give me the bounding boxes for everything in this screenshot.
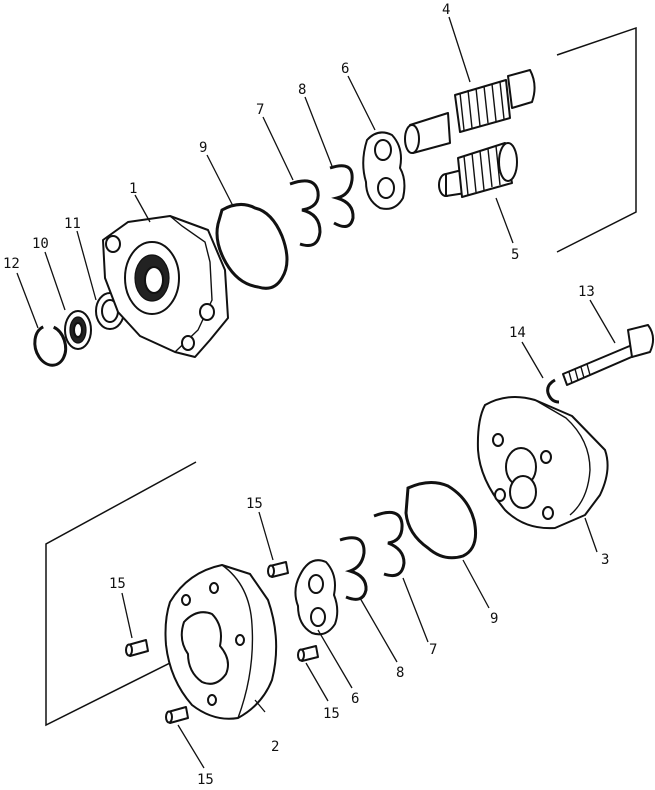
- o-ring-part-9-upper: [215, 203, 289, 290]
- callout-11: 11: [64, 216, 81, 232]
- callout-7-upper: 7: [256, 102, 264, 118]
- callout-10: 10: [32, 236, 49, 252]
- callout-9-upper: 9: [199, 140, 207, 156]
- driven-gear-part-5: [438, 142, 518, 198]
- callout-3: 3: [601, 552, 609, 568]
- snap-ring-part-12: [33, 325, 68, 367]
- seal-part-8-upper: [329, 164, 355, 229]
- front-cover-part-1: [102, 215, 229, 358]
- gear-group-bracket: [556, 26, 637, 253]
- o-ring-part-9-lower: [404, 481, 478, 560]
- callout-7-lower: 7: [429, 642, 437, 658]
- bolt-part-13: [562, 324, 654, 386]
- callout-13: 13: [578, 284, 595, 300]
- callout-8-lower: 8: [396, 665, 404, 681]
- callout-8-upper: 8: [298, 82, 306, 98]
- callout-15-top: 15: [246, 496, 263, 512]
- callout-2: 2: [271, 739, 279, 755]
- gear-housing-part-2: [164, 564, 278, 720]
- callout-1: 1: [129, 181, 137, 197]
- bearing-part-10: [64, 310, 92, 350]
- callout-12: 12: [3, 256, 20, 272]
- callout-14: 14: [509, 325, 526, 341]
- dowel-pins-part-15: [125, 561, 319, 724]
- callout-9-lower: 9: [490, 611, 498, 627]
- callout-15-middle: 15: [323, 706, 340, 722]
- gear-plate-part-6-lower: [294, 559, 339, 636]
- callout-15-left: 15: [109, 576, 126, 592]
- leader-lines: [16, 16, 616, 769]
- gear-plate-part-6-upper: [362, 131, 406, 210]
- callout-6-lower: 6: [351, 691, 359, 707]
- lower-group-bracket: [45, 461, 249, 727]
- callout-labels: 1 2 3 4 5 6 6 7 7 8 8 9 9 10 11 12 13 14…: [3, 2, 609, 788]
- washer-part-14: [546, 378, 560, 404]
- drive-gear-part-4: [404, 69, 536, 154]
- seal-part-8-lower: [339, 536, 368, 601]
- rear-cover-part-3: [476, 395, 609, 530]
- callout-6-upper: 6: [341, 61, 349, 77]
- backup-ring-part-7-upper: [289, 179, 322, 247]
- callout-4: 4: [442, 2, 450, 18]
- callout-5: 5: [511, 247, 519, 263]
- backup-ring-part-7-lower: [373, 510, 406, 578]
- callout-15-bottom: 15: [197, 772, 214, 788]
